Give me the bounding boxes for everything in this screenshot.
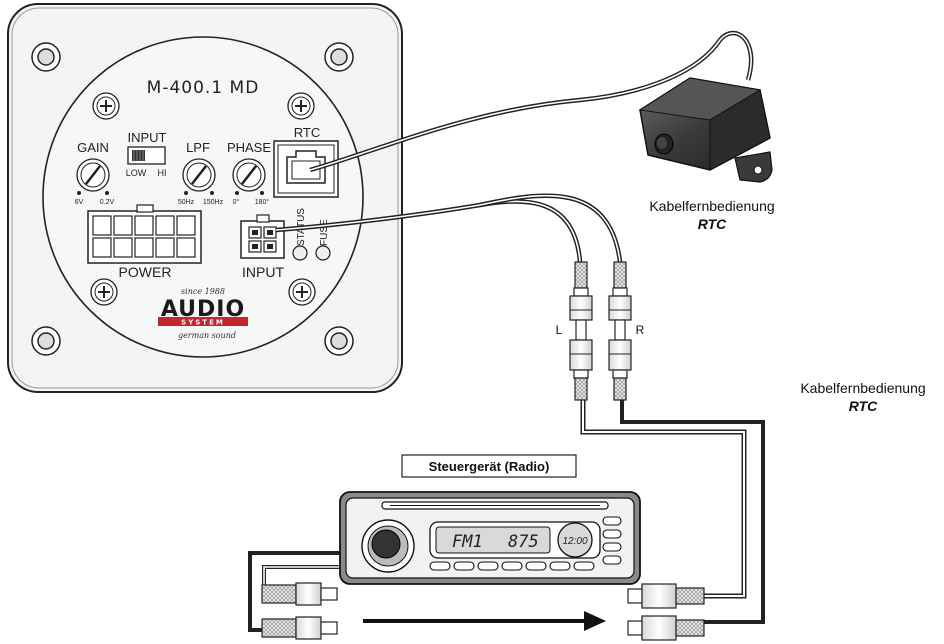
remote-caption: Kabelfernbedienung xyxy=(649,198,774,214)
rca-left-label: L xyxy=(556,323,563,337)
input-connector[interactable] xyxy=(240,214,285,259)
gain-max-label: 0.2V xyxy=(100,199,115,206)
svg-text:since 1988: since 1988 xyxy=(181,287,225,296)
phase-min-label: 0° xyxy=(233,198,240,206)
preset-buttons xyxy=(429,516,622,571)
gain-label: GAIN xyxy=(77,140,109,155)
audio-system-logo: since 1988 AUDIO SYSTEM german sound xyxy=(158,287,248,340)
gain-knob[interactable] xyxy=(76,158,110,192)
preset-button[interactable] xyxy=(453,561,475,571)
display-band: FM1 xyxy=(452,532,483,552)
switch-low-label: LOW xyxy=(126,168,147,178)
input-port-label: INPUT xyxy=(242,264,284,280)
head-unit-label: Steuergerät (Radio) xyxy=(429,459,550,474)
lpf-max-label: 150Hz xyxy=(203,199,224,206)
lpf-label: LPF xyxy=(186,140,210,155)
mount-hole-bottom-right xyxy=(324,326,354,356)
power-label: POWER xyxy=(119,264,172,280)
side-caption: Kabelfernbedienung xyxy=(800,380,925,396)
head-unit-label-box: Steuergerät (Radio) xyxy=(401,454,577,478)
input-switch-label: INPUT xyxy=(128,130,167,145)
rtc-remote xyxy=(638,77,773,183)
left-signal-cable xyxy=(580,400,747,599)
switch-hi-label: HI xyxy=(158,168,167,178)
remote-cable xyxy=(309,30,754,173)
screw-icon xyxy=(287,92,315,120)
radio-rear-plug-top xyxy=(261,582,338,606)
lpf-min-label: 50Hz xyxy=(178,199,195,206)
preset-button[interactable] xyxy=(525,561,547,571)
side-button[interactable] xyxy=(602,542,622,552)
mount-hole-bottom-left xyxy=(31,326,61,356)
rtc-port-label: RTC xyxy=(294,125,320,140)
preset-button[interactable] xyxy=(573,561,595,571)
remote-caption-model: RTC xyxy=(698,216,727,232)
rtc-port[interactable] xyxy=(273,140,339,198)
mount-hole-top-left xyxy=(31,42,61,72)
radio-display: FM1 875 12:00 xyxy=(429,521,601,559)
rca-left-connector xyxy=(569,261,593,401)
amp-round-face xyxy=(42,36,364,358)
preset-button[interactable] xyxy=(549,561,571,571)
side-caption-model: RTC xyxy=(849,398,878,414)
radio-output-plug-top xyxy=(627,583,705,609)
side-button[interactable] xyxy=(602,555,622,565)
fuse-indicator xyxy=(315,245,331,261)
svg-text:SYSTEM: SYSTEM xyxy=(181,319,225,327)
phase-max-label: 180° xyxy=(255,198,270,206)
screw-icon xyxy=(90,278,118,306)
phase-knob[interactable] xyxy=(232,158,266,192)
lpf-knob[interactable] xyxy=(182,158,216,192)
radio-rear-plug-bottom xyxy=(261,616,338,640)
volume-knob[interactable] xyxy=(361,519,415,573)
model-title: M-400.1 MD xyxy=(147,78,260,98)
mount-hole-top-right xyxy=(324,42,354,72)
display-clock: 12:00 xyxy=(562,536,587,547)
phase-label: PHASE xyxy=(227,140,271,155)
screw-icon xyxy=(92,92,120,120)
preset-button[interactable] xyxy=(429,561,451,571)
status-led xyxy=(292,245,308,261)
side-button[interactable] xyxy=(602,529,622,539)
head-unit-radio: FM1 875 12:00 xyxy=(339,491,641,585)
preset-button[interactable] xyxy=(477,561,499,571)
power-connector[interactable] xyxy=(87,204,202,264)
display-frequency: 875 xyxy=(508,532,539,552)
remote-knob-icon[interactable] xyxy=(654,133,674,155)
amplifier: M-400.1 MD GAIN xyxy=(7,3,403,393)
radio-output-plug-bottom xyxy=(627,615,705,641)
rca-right-label: R xyxy=(636,323,645,337)
svg-text:german sound: german sound xyxy=(178,331,236,340)
signal-flow-arrow xyxy=(363,611,606,631)
screw-icon xyxy=(288,278,316,306)
gain-min-label: 6V xyxy=(75,199,84,206)
input-level-switch[interactable] xyxy=(127,146,166,165)
right-signal-cable xyxy=(620,400,765,624)
preset-button[interactable] xyxy=(501,561,523,571)
rca-right-connector xyxy=(608,261,632,401)
input-cable xyxy=(275,193,623,263)
side-button[interactable] xyxy=(602,516,622,526)
fuse-label: FUSE xyxy=(319,219,330,246)
